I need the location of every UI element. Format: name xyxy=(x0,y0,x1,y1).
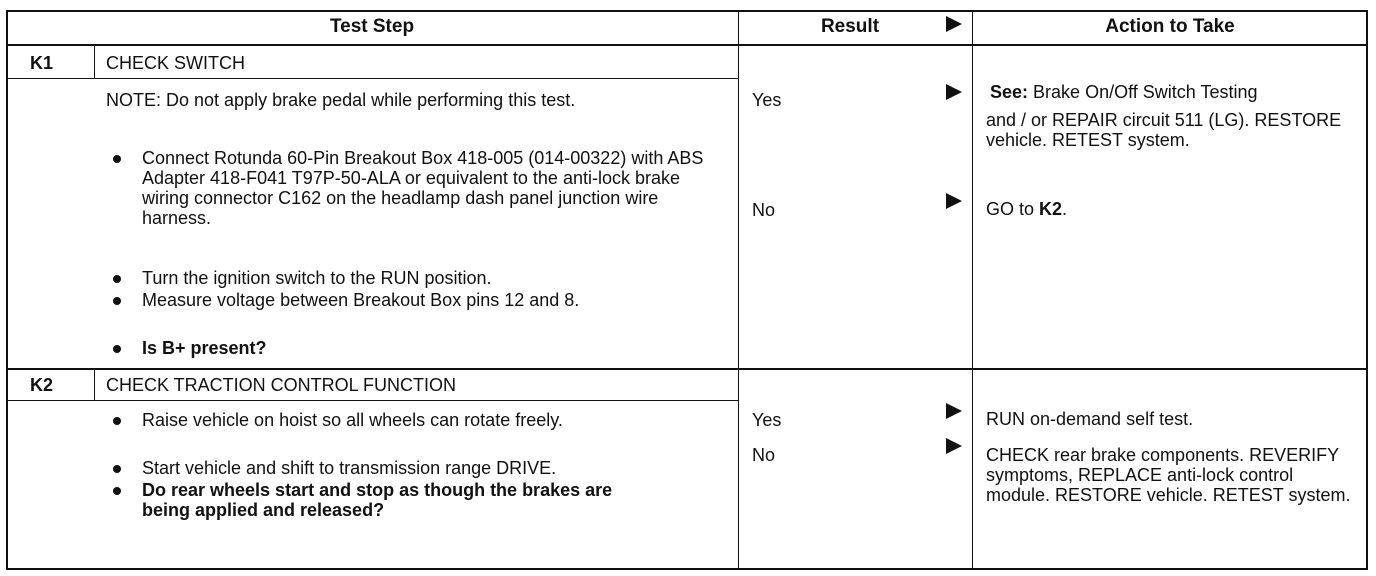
k1-bullet-3: Measure voltage between Breakout Box pin… xyxy=(142,290,580,310)
step-id-divider-k2 xyxy=(94,368,95,401)
k1-action-no: GO to K2. xyxy=(986,199,1067,219)
k2-title-divider xyxy=(6,400,738,401)
k1-action-yes-line1: See: Brake On/Off Switch Testing xyxy=(990,82,1257,102)
header-action: Action to Take xyxy=(1105,16,1235,37)
k2-result-yes: Yes xyxy=(752,410,782,430)
k1-action-yes-ref: Brake On/Off Switch Testing xyxy=(1033,82,1258,102)
k1-title-divider xyxy=(6,78,738,79)
header-result: Result xyxy=(820,16,880,37)
k2-bullet-2: Start vehicle and shift to transmission … xyxy=(142,458,557,478)
k2-bullet-3: Do rear wheels start and stop as though … xyxy=(142,480,613,520)
k2-step-title: CHECK TRACTION CONTROL FUNCTION xyxy=(106,375,457,395)
k1-k2-divider xyxy=(6,368,1368,370)
right-triangle-arrow-icon xyxy=(946,16,962,32)
k2-action-no: CHECK rear brake components. REVERIFY sy… xyxy=(986,445,1351,505)
bullet-dot-icon xyxy=(113,155,121,163)
k1-step-title: CHECK SWITCH xyxy=(106,53,245,73)
k1-bullet-4: Is B+ present? xyxy=(142,338,267,358)
right-triangle-arrow-icon xyxy=(946,193,962,209)
step-id-divider-k1 xyxy=(94,44,95,79)
k2-result-no: No xyxy=(752,445,776,465)
right-triangle-arrow-icon xyxy=(946,403,962,419)
k1-action-no-prefix: GO to xyxy=(986,199,1035,219)
right-triangle-arrow-icon xyxy=(946,438,962,454)
bullet-dot-icon xyxy=(113,417,121,425)
bullet-dot-icon xyxy=(113,465,121,473)
k1-result-no: No xyxy=(752,200,776,220)
k1-action-yes-rest: and / or REPAIR circuit 511 (LG). RESTOR… xyxy=(986,110,1342,150)
k1-action-no-suffix: . xyxy=(1062,199,1068,219)
bullet-dot-icon xyxy=(113,487,121,495)
teststep-result-divider xyxy=(738,10,739,570)
k1-result-yes: Yes xyxy=(752,90,782,110)
diagnostic-table xyxy=(6,10,1368,570)
bullet-dot-icon xyxy=(113,297,121,305)
k1-bullet-2: Turn the ignition switch to the RUN posi… xyxy=(142,268,492,288)
k1-action-yes-see: See: xyxy=(990,82,1029,102)
bullet-dot-icon xyxy=(113,275,121,283)
k1-action-no-step: K2 xyxy=(1039,199,1063,219)
k1-step-id: K1 xyxy=(30,53,54,73)
k1-bullet-1: Connect Rotunda 60-Pin Breakout Box 418-… xyxy=(142,148,704,228)
header-test-step: Test Step xyxy=(329,16,415,37)
bullet-dot-icon xyxy=(113,345,121,353)
result-action-divider xyxy=(972,10,973,570)
k2-action-yes: RUN on-demand self test. xyxy=(986,409,1194,429)
k2-step-id: K2 xyxy=(30,375,54,395)
k2-bullet-1: Raise vehicle on hoist so all wheels can… xyxy=(142,410,563,430)
header-divider xyxy=(6,44,1368,46)
right-triangle-arrow-icon xyxy=(946,84,962,100)
k1-note: NOTE: Do not apply brake pedal while per… xyxy=(106,90,576,110)
